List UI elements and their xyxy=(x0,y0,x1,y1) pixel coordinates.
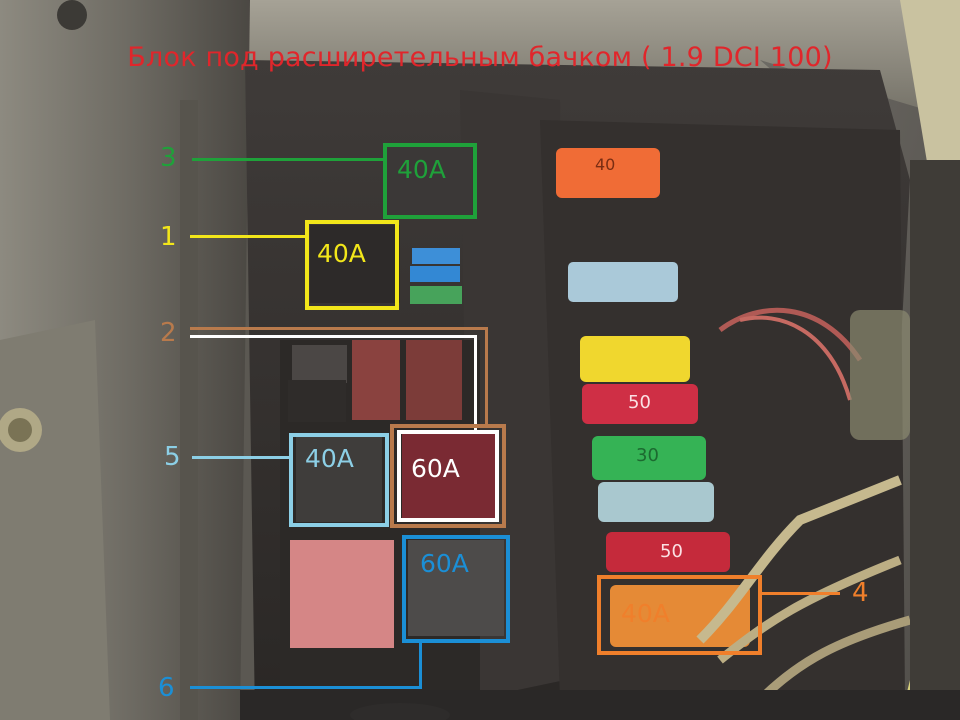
fuse-label-40: 40 xyxy=(595,155,616,174)
callout-rating-2: 60A xyxy=(411,454,460,483)
fuse-label-50-lower: 50 xyxy=(660,541,683,562)
callout-rating-1: 40A xyxy=(317,239,366,268)
callout-rating-3: 40A xyxy=(397,155,446,184)
callout-number-4: 4 xyxy=(852,578,869,608)
fuse-label-30: 30 xyxy=(636,445,659,466)
callout-box-2-outer xyxy=(390,424,506,528)
callout-line-6 xyxy=(190,686,422,689)
callout-line-5 xyxy=(192,456,292,459)
callout-rating-4: 40A xyxy=(621,599,670,628)
callout-rating-5: 40A xyxy=(305,444,354,473)
callout-box-3: 40A xyxy=(383,143,477,219)
callout-number-6: 6 xyxy=(158,673,175,703)
callout-number-3: 3 xyxy=(160,143,177,173)
callout-number-5: 5 xyxy=(164,442,181,472)
callout-box-5: 40A xyxy=(289,433,389,527)
callout-line-2-brown xyxy=(190,327,488,330)
callout-box-2: 60A xyxy=(397,430,499,522)
callout-line-2-white-drop xyxy=(474,335,477,430)
callout-number-2: 2 xyxy=(160,318,177,348)
callout-line-6-drop xyxy=(419,641,422,689)
callout-box-1: 40A xyxy=(305,220,399,310)
callout-box-6: 60A xyxy=(402,535,510,643)
fuse-label-50: 50 xyxy=(628,392,651,413)
callout-rating-6: 60A xyxy=(420,549,469,578)
callout-line-1 xyxy=(190,235,308,238)
callout-line-4 xyxy=(760,592,840,595)
callout-line-2-white xyxy=(190,335,476,338)
callout-box-4: 40A xyxy=(597,575,762,655)
callout-number-1: 1 xyxy=(160,222,177,252)
page-title: Блок под расширетельным бачком ( 1.9 DCI… xyxy=(127,42,833,73)
callout-line-3 xyxy=(192,158,386,161)
callout-line-2-brown-drop xyxy=(485,327,488,427)
